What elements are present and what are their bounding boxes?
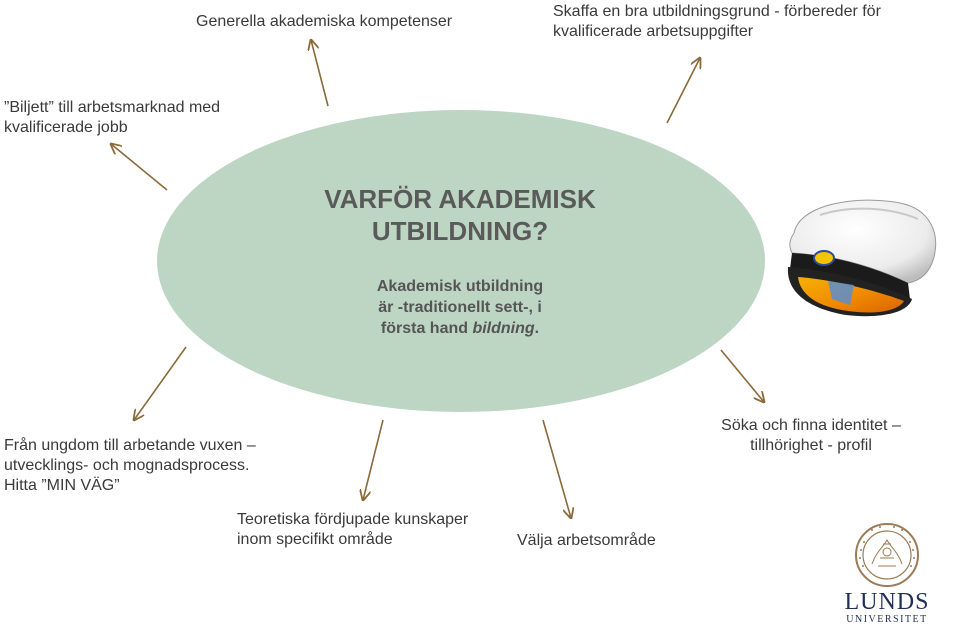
label-line: inom specifikt område <box>237 531 393 548</box>
label-teoretiska: Teoretiska fördjupade kunskaper inom spe… <box>237 510 468 550</box>
label-line: ”Biljett” till arbetsmarknad med <box>4 99 221 116</box>
diagram-subtitle: Akademisk utbildning är -traditionellt s… <box>300 276 620 339</box>
arrow-ungdom <box>134 346 187 420</box>
label-line: Teoretiska fördjupade kunskaper <box>237 511 469 528</box>
arrow-generella <box>311 40 329 107</box>
label-line: tillhörighet - profil <box>750 437 872 454</box>
label-line: Skaffa en bra utbildningsgrund - förbere… <box>553 3 881 20</box>
label-soka: Söka och finna identitet – tillhörighet … <box>700 416 922 456</box>
subtitle-emphasis: bildning <box>472 320 535 337</box>
subtitle-line: Akademisk utbildning <box>376 278 544 295</box>
label-line: Söka och finna identitet – <box>721 417 901 434</box>
arrow-skaffa <box>666 58 700 124</box>
label-line: Generella akademiska kompetenser <box>196 13 453 30</box>
center-ellipse <box>157 110 765 412</box>
label-line: kvalificerade jobb <box>4 119 128 136</box>
university-seal-icon <box>855 523 919 587</box>
arrow-biljett <box>111 144 168 191</box>
arrow-teoretiska <box>363 419 384 500</box>
label-generella: Generella akademiska kompetenser <box>196 12 452 32</box>
subtitle-line: första hand bildning. <box>300 318 620 339</box>
label-line: utvecklings- och mognadsprocess. <box>4 457 250 474</box>
arrow-valja <box>542 419 571 518</box>
logo-name: LUNDS <box>844 589 930 615</box>
subtitle-suffix: . <box>534 320 540 337</box>
arrow-soka <box>720 349 764 402</box>
student-cap-icon <box>787 199 937 317</box>
logo-subtitle: UNIVERSITET <box>846 614 928 625</box>
subtitle-line: är -traditionellt sett-, i <box>378 299 542 316</box>
label-line: Välja arbetsområde <box>517 532 656 549</box>
subtitle-prefix: första hand <box>380 320 473 337</box>
title-line: VARFÖR AKADEMISK <box>324 184 596 214</box>
title-line: UTBILDNING? <box>371 216 549 246</box>
label-ungdom: Från ungdom till arbetande vuxen – utvec… <box>4 436 256 496</box>
label-valja: Välja arbetsområde <box>517 531 656 551</box>
label-skaffa: Skaffa en bra utbildningsgrund - förbere… <box>553 2 881 42</box>
diagram-title: VARFÖR AKADEMISK UTBILDNING? <box>245 183 675 247</box>
label-line: kvalificerade arbetsuppgifter <box>553 23 754 40</box>
label-biljett: ”Biljett” till arbetsmarknad med kvalifi… <box>4 98 220 138</box>
label-line: Från ungdom till arbetande vuxen – <box>4 437 256 454</box>
label-line: Hitta ”MIN VÄG” <box>4 477 120 494</box>
